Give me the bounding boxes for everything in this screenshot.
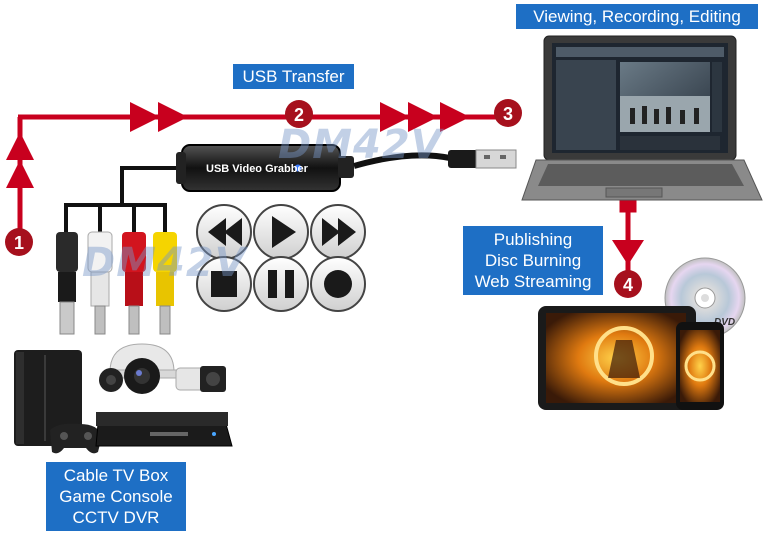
watermark-bottom: DM42V (82, 240, 247, 286)
cctv-dome-camera-icon (103, 343, 181, 394)
media-controls (196, 204, 366, 312)
label-publishing-line-3: Web Streaming (474, 272, 592, 291)
laptop (521, 35, 763, 201)
label-sources-line-1: Cable TV Box (63, 466, 169, 485)
label-publishing-line-1: Publishing (493, 230, 573, 249)
av-connectors (56, 231, 177, 335)
pause-icon (253, 256, 309, 312)
label-viewing-recording-editing: Viewing, Recording, Editing (516, 4, 758, 29)
device-label: USB Video Grabber (206, 163, 309, 175)
tablet-and-phone (538, 306, 724, 410)
stop-icon (196, 256, 252, 312)
step-4: 4 (623, 275, 633, 295)
led-indicator (294, 164, 302, 172)
watermark-top: DM42V (278, 122, 443, 168)
step-markers: 1 2 3 4 (5, 99, 642, 298)
step-2: 2 (294, 105, 304, 125)
flow-arrows (6, 102, 644, 285)
white-rca-connector (87, 231, 113, 335)
label-sources-line-3: CCTV DVR (72, 508, 160, 527)
gamepad-icon (50, 423, 102, 454)
rca-cables (64, 166, 185, 232)
cctv-bullet-camera-icon (99, 366, 226, 392)
red-rca-connector (122, 232, 146, 335)
play-icon (253, 204, 309, 260)
step-1: 1 (14, 233, 24, 253)
dvr-box-icon (95, 412, 233, 447)
s-video-connector (56, 232, 78, 335)
label-publishing-line-2: Disc Burning (484, 251, 582, 270)
game-console-icon (14, 350, 82, 446)
dvd-label: DVD (714, 317, 735, 328)
label-sources-line-2: Game Console (59, 487, 173, 506)
step-3: 3 (503, 104, 513, 124)
source-devices (14, 343, 233, 454)
label-usb-transfer: USB Transfer (233, 64, 354, 89)
record-icon (310, 256, 366, 312)
label-sources: Cable TV Box Game Console CCTV DVR (46, 462, 186, 531)
fast-forward-icon (310, 204, 366, 260)
rewind-icon (196, 204, 252, 260)
yellow-rca-connector (153, 232, 177, 335)
label-publishing: Publishing Disc Burning Web Streaming (463, 226, 603, 295)
usb-video-grabber: USB Video Grabber (176, 144, 517, 192)
